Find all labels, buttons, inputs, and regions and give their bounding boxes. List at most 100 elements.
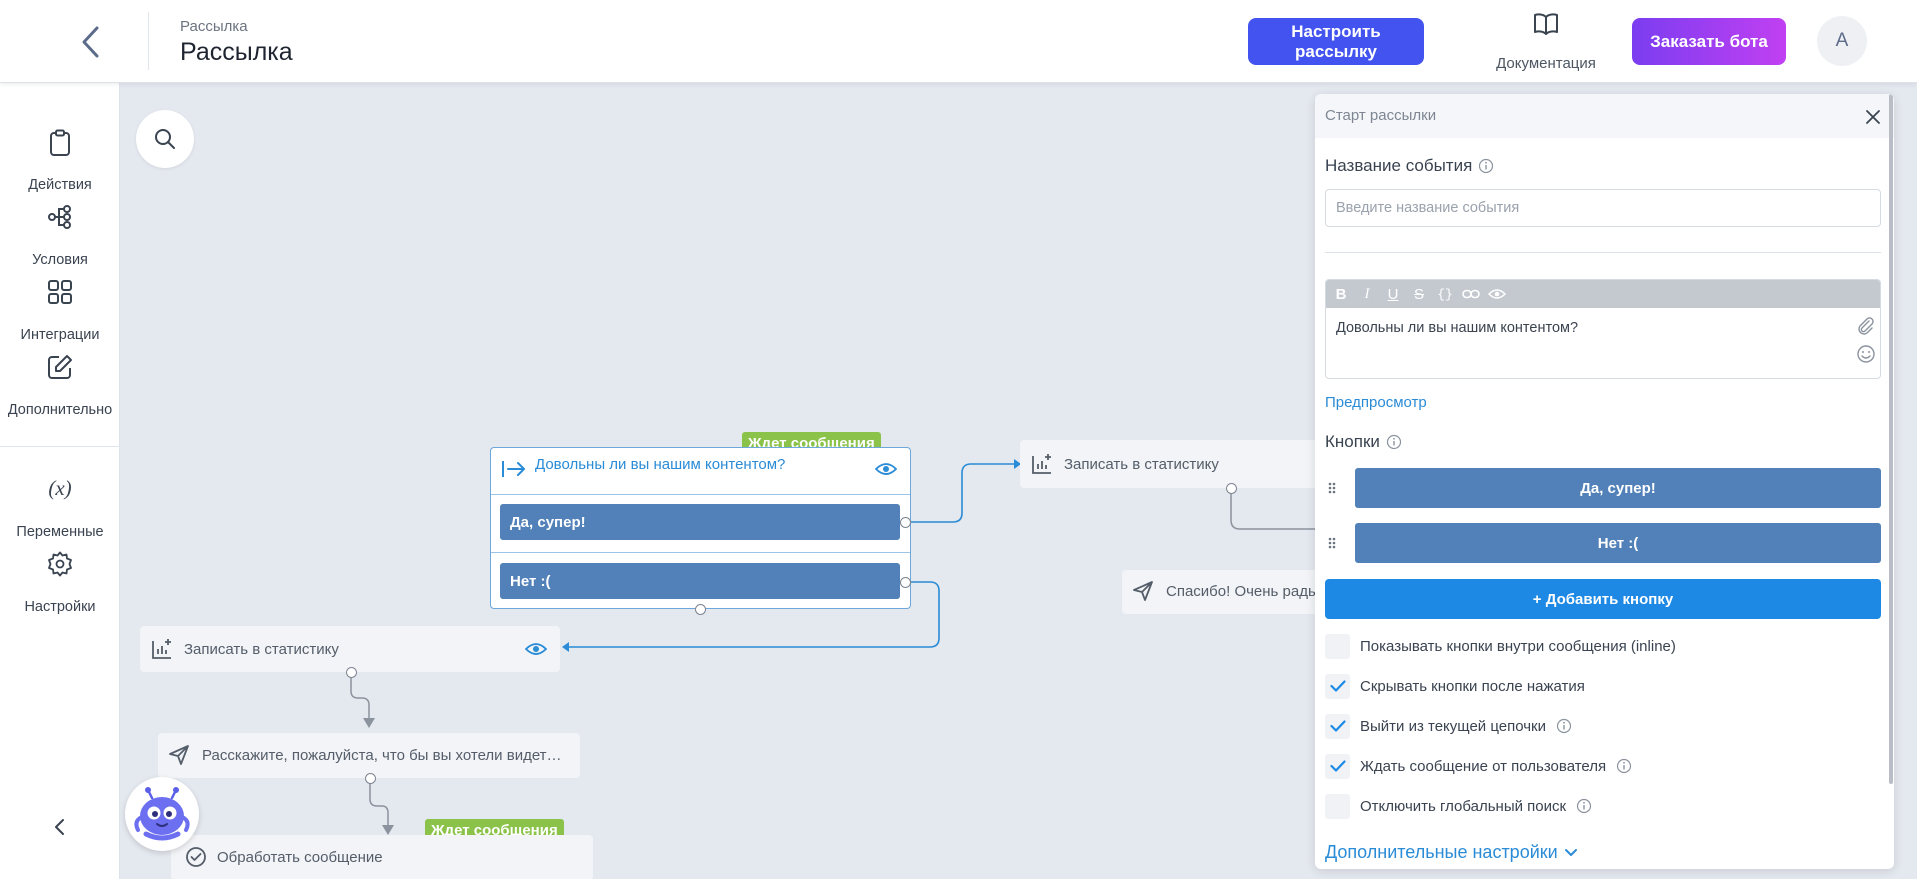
order-bot-button[interactable]: Заказать бота — [1632, 18, 1786, 65]
underline-button[interactable]: U — [1387, 285, 1399, 303]
close-panel-button[interactable] — [1861, 105, 1885, 129]
button-row: Да, супер! — [1325, 468, 1881, 508]
message-node-title: Расскажите, пожалуйста, что бы вы хотели… — [202, 746, 562, 764]
checkbox[interactable] — [1325, 673, 1350, 699]
sidebar-item-actions[interactable]: Действия — [0, 129, 120, 193]
collapse-sidebar-button[interactable] — [46, 813, 74, 841]
canvas-search-button[interactable] — [136, 110, 194, 168]
option-wait-message[interactable]: Ждать сообщение от пользователя — [1325, 753, 1632, 779]
drag-handle-icon[interactable] — [1325, 533, 1339, 553]
option-label: Отключить глобальный поиск — [1360, 797, 1567, 815]
breadcrumb: Рассылка — [180, 18, 248, 35]
clipboard-icon — [50, 129, 70, 156]
output-port-default[interactable] — [695, 604, 706, 615]
sidebar-item-label: Настройки — [24, 599, 96, 615]
buttons-label-text: Кнопки — [1325, 432, 1380, 451]
info-icon[interactable] — [1478, 158, 1494, 174]
option-disable-global-search[interactable]: Отключить глобальный поиск — [1325, 793, 1592, 819]
documentation-link[interactable]: Документация — [1486, 12, 1606, 72]
option-label: Ждать сообщение от пользователя — [1360, 757, 1607, 775]
stats-icon — [152, 639, 171, 659]
user-avatar[interactable]: A — [1817, 16, 1867, 66]
stat-node-right[interactable]: Записать в статистику — [1020, 440, 1340, 488]
book-icon — [1534, 13, 1558, 35]
checkbox[interactable] — [1325, 633, 1350, 659]
header-divider — [148, 12, 149, 70]
option-inline-buttons[interactable]: Показывать кнопки внутри сообщения (inli… — [1325, 633, 1676, 659]
message-editor[interactable]: B I U S {} Довольны ли вы нашим контенто… — [1325, 279, 1881, 379]
emoji-icon[interactable] — [1856, 344, 1876, 364]
sidebar-item-label: Интеграции — [20, 327, 100, 343]
option-exit-chain[interactable]: Выйти из текущей цепочки — [1325, 713, 1572, 739]
button-item-no[interactable]: Нет :( — [1355, 523, 1881, 563]
checkbox[interactable] — [1325, 713, 1350, 739]
robot-icon — [134, 787, 190, 841]
paperclip-icon[interactable] — [1856, 316, 1876, 336]
node-button-yes[interactable]: Да, супер! — [500, 504, 900, 540]
panel-divider — [1325, 252, 1881, 253]
event-name-input[interactable] — [1325, 189, 1881, 227]
node-divider — [491, 552, 910, 553]
sidebar-item-label: Действия — [28, 177, 92, 193]
configure-mailing-button[interactable]: Настроить рассылку — [1248, 18, 1424, 65]
option-hide-buttons[interactable]: Скрывать кнопки после нажатия — [1325, 673, 1585, 699]
sidebar-item-conditions[interactable]: Условия — [0, 204, 120, 268]
sidebar-item-label: Условия — [32, 252, 88, 268]
output-port[interactable] — [365, 773, 376, 784]
output-port-no[interactable] — [900, 577, 911, 588]
back-button[interactable] — [70, 22, 110, 62]
checkbox[interactable] — [1325, 793, 1350, 819]
chevron-left-icon — [55, 819, 64, 835]
ask-message-node[interactable]: Расскажите, пожалуйста, что бы вы хотели… — [158, 733, 580, 778]
check-icon — [1329, 680, 1346, 692]
add-button-button[interactable]: + Добавить кнопку — [1325, 579, 1881, 619]
checkbox[interactable] — [1325, 753, 1350, 779]
link-button[interactable] — [1460, 283, 1482, 305]
documentation-label: Документация — [1496, 55, 1596, 72]
editor-toolbar: B I U S {} — [1326, 280, 1880, 308]
output-port[interactable] — [1226, 483, 1237, 494]
question-node[interactable]: Довольны ли вы нашим контентом? Да, супе… — [490, 447, 911, 609]
node-settings-panel: Старт рассылки Название события B I U S … — [1315, 94, 1894, 869]
bold-button[interactable]: B — [1335, 285, 1347, 303]
top-header: Рассылка Рассылка Настроить рассылку Док… — [0, 0, 1917, 83]
info-icon[interactable] — [1386, 434, 1402, 450]
output-port[interactable] — [346, 667, 357, 678]
button-item-yes[interactable]: Да, супер! — [1355, 468, 1881, 508]
process-message-node[interactable]: Обработать сообщение — [171, 835, 593, 879]
stat-node-title: Записать в статистику — [184, 640, 339, 658]
output-port-yes[interactable] — [900, 517, 911, 528]
info-icon[interactable] — [1616, 758, 1632, 774]
start-arrow-icon — [502, 461, 525, 477]
drag-handle-icon[interactable] — [1325, 478, 1339, 498]
option-label: Выйти из текущей цепочки — [1360, 717, 1546, 735]
panel-scrollbar[interactable] — [1889, 94, 1893, 784]
message-text: Довольны ли вы нашим контентом? — [1336, 320, 1579, 336]
additional-settings-toggle[interactable]: Дополнительные настройки — [1325, 842, 1578, 863]
code-button[interactable]: {} — [1437, 286, 1453, 302]
send-icon — [1133, 581, 1153, 601]
sidebar-item-variables[interactable]: (x) Переменные — [0, 476, 120, 540]
stat-node-left[interactable]: Записать в статистику — [140, 626, 560, 672]
grid-icon — [48, 280, 72, 304]
sidebar-item-additional[interactable]: Дополнительно — [0, 354, 120, 418]
button-row: Нет :( — [1325, 523, 1881, 563]
buttons-label: Кнопки — [1325, 432, 1402, 452]
sidebar-item-label: Переменные — [16, 524, 104, 540]
preview-link[interactable]: Предпросмотр — [1325, 394, 1427, 411]
sidebar-item-integrations[interactable]: Интеграции — [0, 279, 120, 343]
eye-icon[interactable] — [875, 461, 897, 477]
italic-button[interactable]: I — [1364, 285, 1370, 302]
info-icon[interactable] — [1576, 798, 1592, 814]
close-icon — [1866, 110, 1880, 124]
eye-icon[interactable] — [525, 641, 547, 657]
bot-assistant-button[interactable] — [125, 777, 199, 851]
node-button-no[interactable]: Нет :( — [500, 563, 900, 599]
search-icon — [155, 129, 175, 149]
strikethrough-button[interactable]: S — [1413, 285, 1424, 303]
sidebar-item-settings[interactable]: Настройки — [0, 551, 120, 615]
preview-toggle-button[interactable] — [1486, 283, 1508, 305]
event-name-label-text: Название события — [1325, 156, 1473, 175]
info-icon[interactable] — [1556, 718, 1572, 734]
message-node-title: Спасибо! Очень радь — [1166, 582, 1316, 600]
